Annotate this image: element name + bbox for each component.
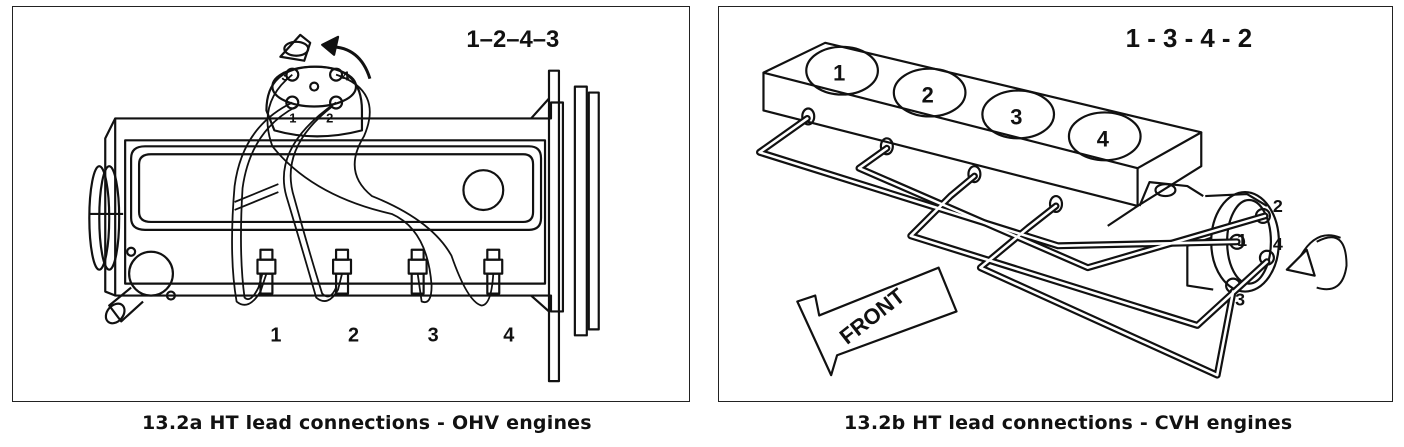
cvh-cylinder-3: 3 — [1010, 104, 1022, 129]
cvh-dist-terminal-4: 4 — [1273, 234, 1283, 254]
cvh-dist-terminal-2: 2 — [1273, 196, 1283, 216]
ohv-dist-terminal-2: 2 — [326, 110, 333, 125]
cvh-dist-terminal-3: 3 — [1235, 289, 1245, 309]
cvh-caption: 13.2b HT lead connections - CVH engines — [844, 412, 1293, 434]
front-arrow — [796, 266, 958, 377]
distributor — [1138, 181, 1280, 294]
ohv-dist-terminal-3: 3 — [281, 69, 288, 84]
cvh-engine-illustration: 1 - 3 - 4 - 2 1 2 3 4 2 1 4 3 FRONT — [756, 25, 1348, 379]
ohv-firing-order: 1–2–4–3 — [466, 26, 559, 53]
ohv-plug-label-1: 1 — [270, 324, 281, 346]
cvh-cylinder-4: 4 — [1097, 126, 1110, 151]
ohv-dist-terminal-4: 4 — [342, 69, 350, 84]
ohv-diagram-panel: 1–2–4–3 3 4 1 2 1 2 3 4 — [12, 6, 690, 402]
water-outlet — [104, 246, 176, 325]
cvh-firing-order: 1 - 3 - 4 - 2 — [1126, 25, 1252, 53]
ohv-plug-label-4: 4 — [503, 324, 514, 346]
ohv-plug-label-3: 3 — [428, 324, 439, 346]
cvh-diagram-panel: 1 - 3 - 4 - 2 1 2 3 4 2 1 4 3 FRONT — [718, 6, 1393, 402]
ohv-plug-label-2: 2 — [348, 324, 359, 346]
ht-leads — [231, 73, 495, 307]
cvh-dist-terminal-1: 1 — [1237, 230, 1247, 250]
cvh-cylinder-1: 1 — [833, 61, 845, 86]
ohv-caption: 13.2a HT lead connections - OHV engines — [142, 412, 592, 434]
cylinder-head — [762, 41, 1203, 227]
cvh-cylinder-2: 2 — [922, 83, 934, 108]
ohv-engine-illustration: 1–2–4–3 3 4 1 2 1 2 3 4 — [88, 26, 600, 383]
engine-block — [104, 69, 600, 383]
ohv-dist-terminal-1: 1 — [289, 110, 296, 125]
ht-leads — [756, 114, 1271, 379]
cvh-front-label: FRONT — [835, 283, 910, 349]
rotation-arrow — [1285, 234, 1348, 291]
